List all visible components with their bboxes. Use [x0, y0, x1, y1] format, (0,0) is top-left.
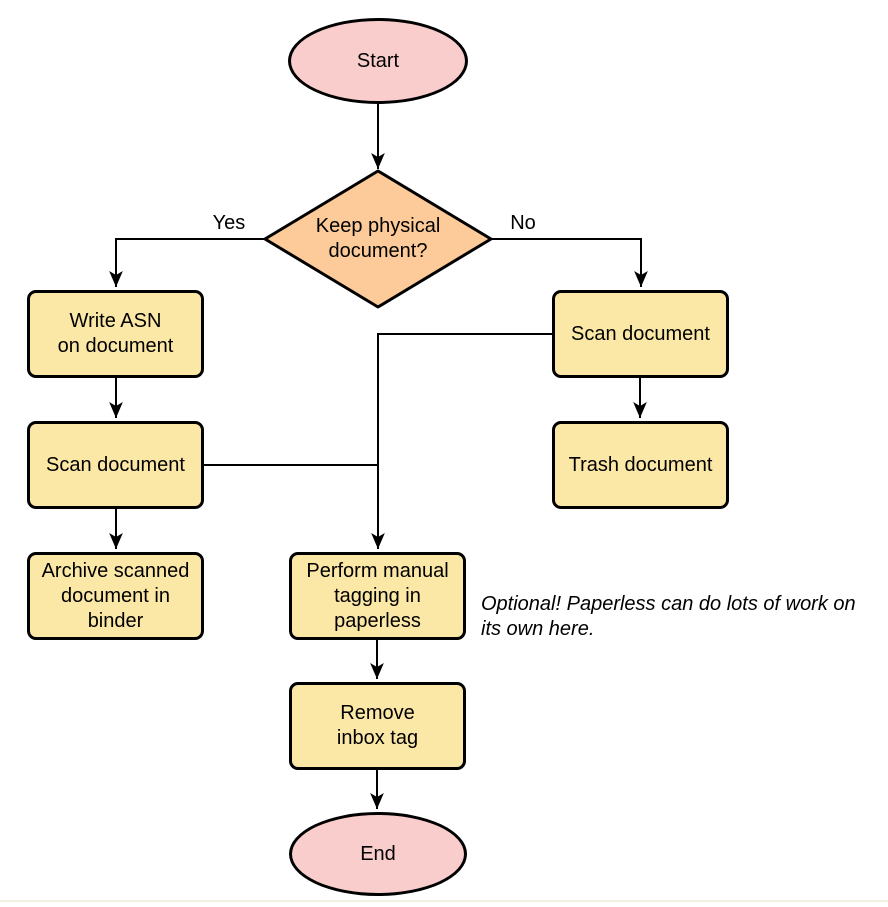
edge-decision-yes-to-write-asn — [109, 238, 265, 287]
node-archive-document: Archive scanned document in binder — [27, 552, 204, 640]
edge-decision-no-to-scan-right — [491, 238, 648, 287]
edge-scan-right-to-perform-tagging — [371, 333, 552, 549]
node-scan-document-right: Scan document — [552, 290, 729, 378]
node-end: End — [289, 812, 467, 896]
node-start: Start — [288, 18, 468, 104]
node-remove-inbox-tag: Remove inbox tag — [289, 682, 466, 770]
node-decision-label: Keep physical document? — [315, 215, 441, 262]
node-trash-document: Trash document — [552, 421, 729, 509]
edge-label-yes: Yes — [197, 211, 261, 236]
decision-diamond-shape — [263, 169, 493, 309]
node-perform-tagging: Perform manual tagging in paperless — [289, 552, 466, 640]
bottom-edge-line — [0, 900, 888, 902]
node-scan-document-left: Scan document — [27, 421, 204, 509]
optional-annotation: Optional! Paperless can do lots of work … — [481, 593, 856, 640]
node-write-asn: Write ASN on document — [27, 290, 204, 378]
edge-label-no: No — [496, 211, 550, 236]
